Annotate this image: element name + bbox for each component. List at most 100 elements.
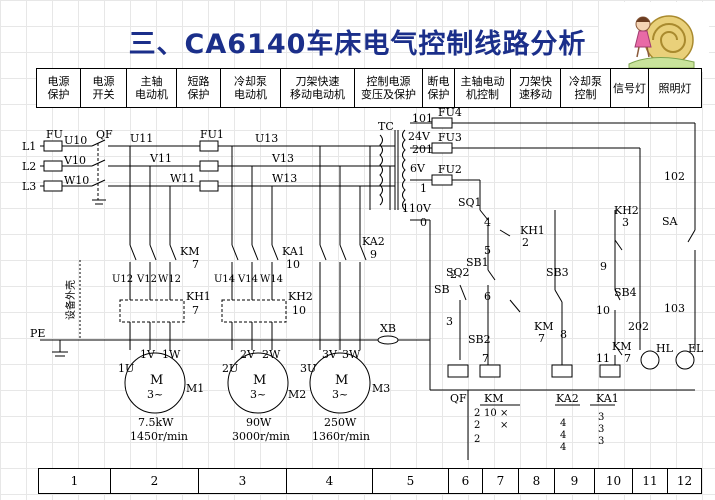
label-110v: 110V	[402, 202, 432, 215]
footer-cell: 1	[38, 468, 111, 494]
fuse-fu1-body	[199, 180, 219, 192]
ka2-main-contact	[339, 244, 347, 261]
sb3-contact	[554, 289, 563, 303]
label-kh2-num: 10	[292, 304, 306, 317]
km-main-contact	[149, 244, 157, 261]
label-sq2: SQ2	[446, 266, 470, 279]
label-kmcoil-num: 7	[538, 332, 545, 345]
label-w7: 7	[482, 352, 489, 365]
label-u12: U12	[112, 274, 133, 285]
label-v14: V14	[237, 274, 258, 285]
label-sb4: SB4	[614, 286, 637, 299]
label-kh2c: KH2	[614, 204, 639, 217]
ka1-main-contact	[231, 244, 239, 261]
label-w5: 5	[484, 244, 491, 257]
kh1-thermal-relay	[119, 299, 185, 323]
fuse-fu1-body	[199, 140, 219, 152]
label-kh1-num: 7	[192, 304, 199, 317]
label-m1-power: 7.5kW	[138, 416, 174, 429]
label-el: EL	[688, 342, 704, 355]
km-main-contact	[129, 244, 137, 261]
label-w11: W11	[170, 172, 195, 185]
header-cell: 主轴 电动机	[126, 68, 177, 108]
ka2-main-contact	[319, 244, 327, 261]
fuse-fu-body	[43, 140, 63, 152]
label-ka1-num: 10	[286, 258, 300, 271]
label-m2-power: 90W	[246, 416, 272, 429]
label-3v: 3V	[322, 348, 338, 361]
sb1-contact	[487, 269, 496, 281]
label-m3: M3	[372, 382, 390, 395]
label-m2: M2	[288, 388, 306, 401]
header-cell-text: 电源 开关	[92, 75, 115, 101]
footer-cell: 4	[286, 468, 373, 494]
fuse-fu3	[431, 142, 453, 154]
label-ka1: KA1	[282, 245, 305, 258]
fuse-fu4	[431, 117, 453, 129]
fuse-fu1-body	[199, 160, 219, 172]
header-cell: 断电 保护	[422, 68, 455, 108]
label-m3-power: 250W	[324, 416, 357, 429]
km-contact-cell: 2	[474, 434, 480, 445]
sq2-contact	[459, 284, 467, 301]
km-contact-cell: ×	[500, 408, 508, 419]
footer-cell: 10	[594, 468, 633, 494]
sq1-contact	[479, 209, 489, 221]
header-cell: 照明灯	[648, 68, 702, 108]
label-bot-qf: QF	[450, 392, 467, 405]
label-bot-ka1: KA1	[596, 392, 619, 405]
km-contact-cell: 2	[474, 420, 480, 431]
cartoon-snail-girl-decoration	[599, 2, 709, 72]
label-bot-km: KM	[484, 392, 503, 405]
label-u11: U11	[130, 132, 153, 145]
label-kh1: KH1	[186, 290, 211, 303]
label-m2-type: 3~	[250, 388, 266, 401]
header-cell-text: 冷却泵 控制	[569, 75, 602, 101]
label-kh1c: KH1	[520, 224, 545, 237]
label-w12: W12	[158, 274, 181, 285]
tc-coil	[379, 134, 383, 206]
label-fu3: FU3	[438, 131, 462, 144]
label-w11: 11	[596, 352, 610, 365]
label-kh2c-num: 3	[622, 216, 629, 229]
label-km-num: 7	[192, 258, 199, 271]
label-102: 102	[664, 170, 685, 183]
label-3w: 3W	[342, 348, 361, 361]
label-sb3: SB3	[546, 266, 569, 279]
ka1-contact-cell: 3	[598, 436, 604, 447]
header-cell: 冷却泵 控制	[560, 68, 611, 108]
header-cell-text: 电源 保护	[47, 75, 70, 101]
km-contact-cell: 10	[484, 408, 497, 419]
ka2-main-contact	[359, 244, 367, 261]
ka1-contact-cell: 3	[598, 412, 604, 423]
page-title: 三、CA6140车床电气控制线路分析	[128, 29, 587, 60]
label-km: KM	[180, 245, 199, 258]
km-contact-cell: 2	[474, 408, 480, 419]
header-cell: 电源 开关	[80, 68, 127, 108]
label-0: 0	[420, 216, 427, 229]
footer-cell: 2	[110, 468, 199, 494]
tc-secondary-coil	[402, 129, 406, 211]
label-u10: U10	[64, 134, 87, 147]
label-sa: SA	[662, 215, 679, 228]
header-cell-text: 主轴 电动机	[135, 75, 168, 101]
motor-m3	[309, 352, 371, 414]
ka1-main-contact	[251, 244, 259, 261]
label-1: 1	[420, 182, 427, 195]
label-m3-speed: 1360r/min	[312, 430, 370, 443]
header-cell: 冷却泵 电动机	[220, 68, 281, 108]
label-kmc2: KM	[612, 340, 631, 353]
motor-m1	[124, 352, 186, 414]
header-cell-text: 冷却泵 电动机	[234, 75, 267, 101]
label-w2: 2	[450, 268, 457, 281]
footer-cell: 6	[448, 468, 483, 494]
ka1-contact-cell: 3	[598, 424, 604, 435]
label-kh2: KH2	[288, 290, 313, 303]
kh1-contact	[499, 229, 511, 237]
fuse-fu2	[431, 174, 453, 186]
footer-cell: 11	[632, 468, 668, 494]
km-contact-cell: ×	[500, 420, 508, 431]
label-6v: 6V	[410, 162, 426, 175]
ka2-contact-cell: 4	[560, 442, 566, 453]
